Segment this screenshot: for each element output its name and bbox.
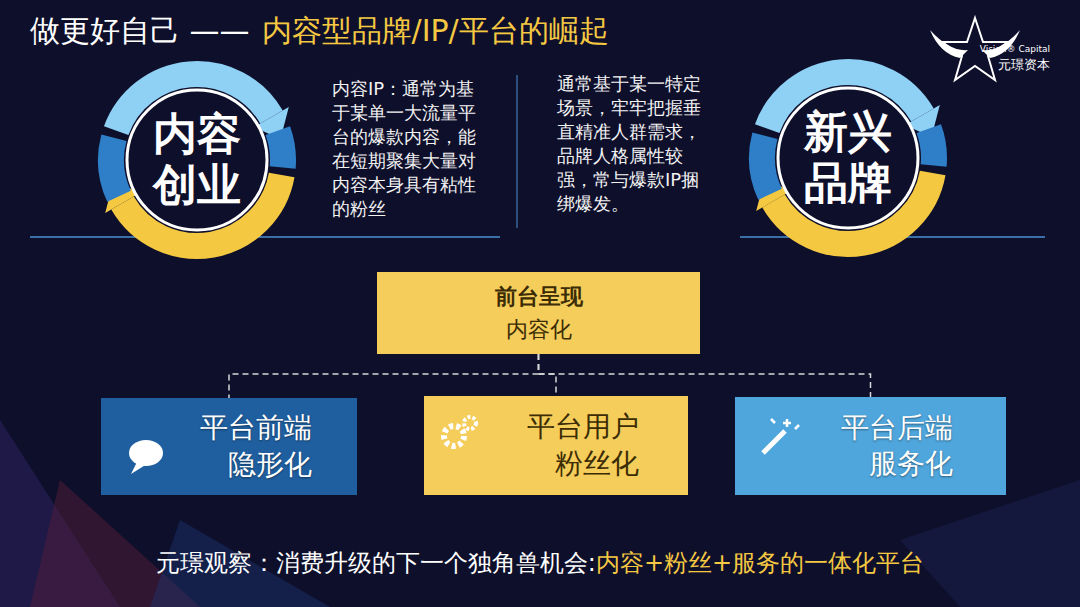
ring-arc bbox=[762, 136, 770, 195]
gear-icon bbox=[464, 417, 476, 429]
box-fill bbox=[424, 396, 688, 495]
cycle-circle: 新兴 品牌 bbox=[748, 58, 948, 258]
wand-icon bbox=[763, 431, 785, 453]
gear-icon bbox=[444, 426, 464, 446]
caption: 元璟观察：消费升级的下一个独角兽机会: bbox=[156, 546, 596, 580]
wand-icon bbox=[771, 419, 799, 429]
ring-arc bbox=[278, 131, 283, 168]
box-text: 平台用户 粉丝化 bbox=[514, 409, 639, 482]
box-fill bbox=[377, 272, 700, 354]
dashed-connector bbox=[539, 354, 871, 397]
caption-highlight: 内容+粉丝+服务的一体化平台 bbox=[596, 546, 924, 580]
dashed-connector bbox=[229, 354, 539, 398]
inner-circle bbox=[778, 88, 918, 228]
chat-icon bbox=[131, 462, 147, 474]
inner-circle bbox=[127, 90, 267, 230]
circle-text: 内容 创业 bbox=[147, 109, 247, 210]
platform-box: 平台前端 隐形化 bbox=[101, 398, 357, 495]
ring-arc bbox=[111, 138, 119, 197]
box-fill bbox=[735, 397, 1006, 495]
cycle-circle: 内容 创业 bbox=[97, 60, 297, 260]
logo-text: Vision® Capital bbox=[980, 44, 1050, 54]
title: 做更好自己 —— bbox=[30, 12, 250, 50]
platform-box: 平台用户 粉丝化 bbox=[424, 396, 688, 495]
circle-text: 新兴 品牌 bbox=[798, 107, 898, 208]
chat-icon bbox=[129, 440, 163, 466]
dashed-connector bbox=[539, 354, 557, 396]
logo-text: 元璟资本 bbox=[998, 56, 1050, 74]
ring-arc bbox=[929, 129, 934, 166]
box-fill bbox=[101, 398, 357, 495]
title-row: 做更好自己 —— 内容型品牌/IP/平台的崛起 bbox=[30, 12, 609, 50]
description-text: 内容IP：通常为基于某单一大流量平台的爆款内容，能在短期聚集大量对内容本身具有粘… bbox=[332, 77, 478, 221]
divider-line bbox=[517, 75, 518, 228]
box-body: 内容化 bbox=[506, 313, 572, 346]
box-heading: 前台呈现 bbox=[495, 280, 583, 313]
description-text: 通常基于某一特定场景，牢牢把握垂直精准人群需求，品牌人格属性较强，常与爆款IP捆… bbox=[557, 72, 709, 216]
bg-shape bbox=[900, 480, 1080, 607]
box-text: 平台前端 隐形化 bbox=[187, 410, 312, 483]
caption-row: 元璟观察：消费升级的下一个独角兽机会:内容+粉丝+服务的一体化平台 bbox=[0, 546, 1080, 580]
platform-box: 平台后端 服务化 bbox=[735, 397, 1006, 495]
box-text: 平台后端 服务化 bbox=[828, 410, 953, 483]
divider-line bbox=[30, 236, 500, 238]
title-highlight: 内容型品牌/IP/平台的崛起 bbox=[262, 12, 609, 50]
platform-box: 前台呈现内容化 bbox=[377, 272, 700, 354]
